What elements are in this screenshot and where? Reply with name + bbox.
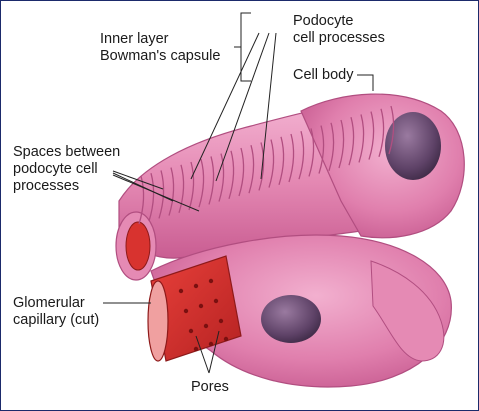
cut-tube-lumen <box>126 222 150 270</box>
label-capillary: Glomerular capillary (cut) <box>13 295 99 329</box>
label-inner-layer: Inner layer Bowman's capsule <box>100 31 220 65</box>
capillary-opening <box>148 281 168 361</box>
label-podocyte-processes: Podocyte cell processes <box>293 13 385 47</box>
label-cell-body: Cell body <box>293 67 353 84</box>
label-pores: Pores <box>191 379 229 396</box>
nucleus-lower <box>261 295 321 343</box>
label-spaces: Spaces between podocyte cell processes <box>13 144 120 195</box>
